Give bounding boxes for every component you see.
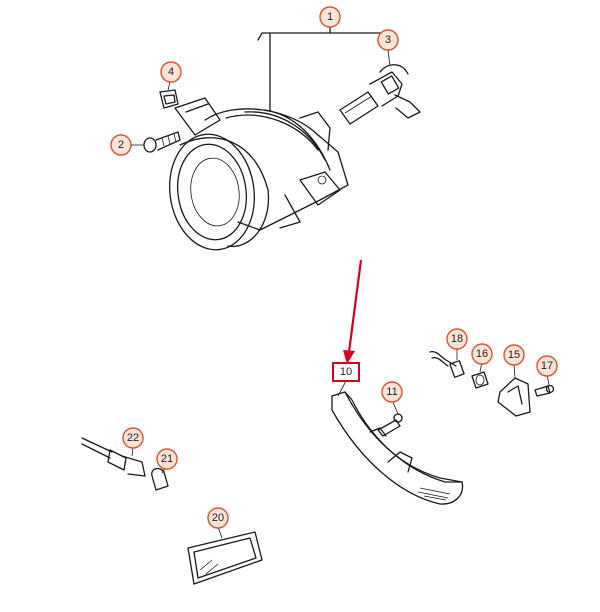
callout-16[interactable]: 16: [471, 343, 493, 365]
clip-part: [159, 89, 179, 109]
side-lamp-part: [331, 380, 464, 505]
callout-4-label: 4: [168, 66, 174, 78]
callout-22-label: 22: [127, 432, 139, 444]
callout-20-label: 20: [212, 512, 224, 524]
wire-lamp-22-part: [81, 437, 146, 477]
callout-15-label: 15: [508, 349, 520, 361]
callout-4[interactable]: 4: [160, 61, 182, 91]
holder-15-part: [497, 363, 531, 417]
callout-15[interactable]: 15: [503, 344, 525, 366]
callout-2-label: 2: [118, 139, 124, 151]
callout-20[interactable]: 20: [207, 507, 229, 529]
callout-2[interactable]: 2: [110, 134, 144, 156]
bulb-16-part: [471, 361, 489, 389]
callout-21-label: 21: [161, 453, 173, 465]
bulb-21-part: [151, 466, 169, 491]
callout-1[interactable]: 1: [319, 6, 341, 28]
callout-10-label: 10: [340, 366, 352, 378]
connector-18-part: [429, 349, 465, 378]
callout-3[interactable]: 3: [377, 29, 399, 67]
callout-22[interactable]: 22: [122, 427, 144, 449]
callout-18-label: 18: [451, 333, 463, 345]
callout-17-label: 17: [541, 360, 553, 372]
screw-part: [143, 131, 181, 153]
callout-3-label: 3: [385, 34, 391, 46]
pointer-arrow: [343, 259, 363, 364]
callout-16-label: 16: [476, 348, 488, 360]
callout-18[interactable]: 18: [446, 328, 468, 350]
fog-lamp-assembly: [168, 26, 393, 251]
callout-21[interactable]: 21: [156, 448, 178, 470]
screw-11-part: [377, 401, 403, 437]
callout-11[interactable]: 11: [381, 381, 403, 403]
callout-11-label: 11: [386, 386, 397, 398]
callout-10-highlighted[interactable]: 10: [332, 362, 360, 382]
callout-1-label: 1: [327, 11, 333, 23]
callout-17[interactable]: 17: [536, 355, 558, 377]
lens-20-part: [187, 526, 263, 585]
fog-bulb-part: [339, 64, 421, 125]
screw-17-part: [534, 373, 555, 397]
